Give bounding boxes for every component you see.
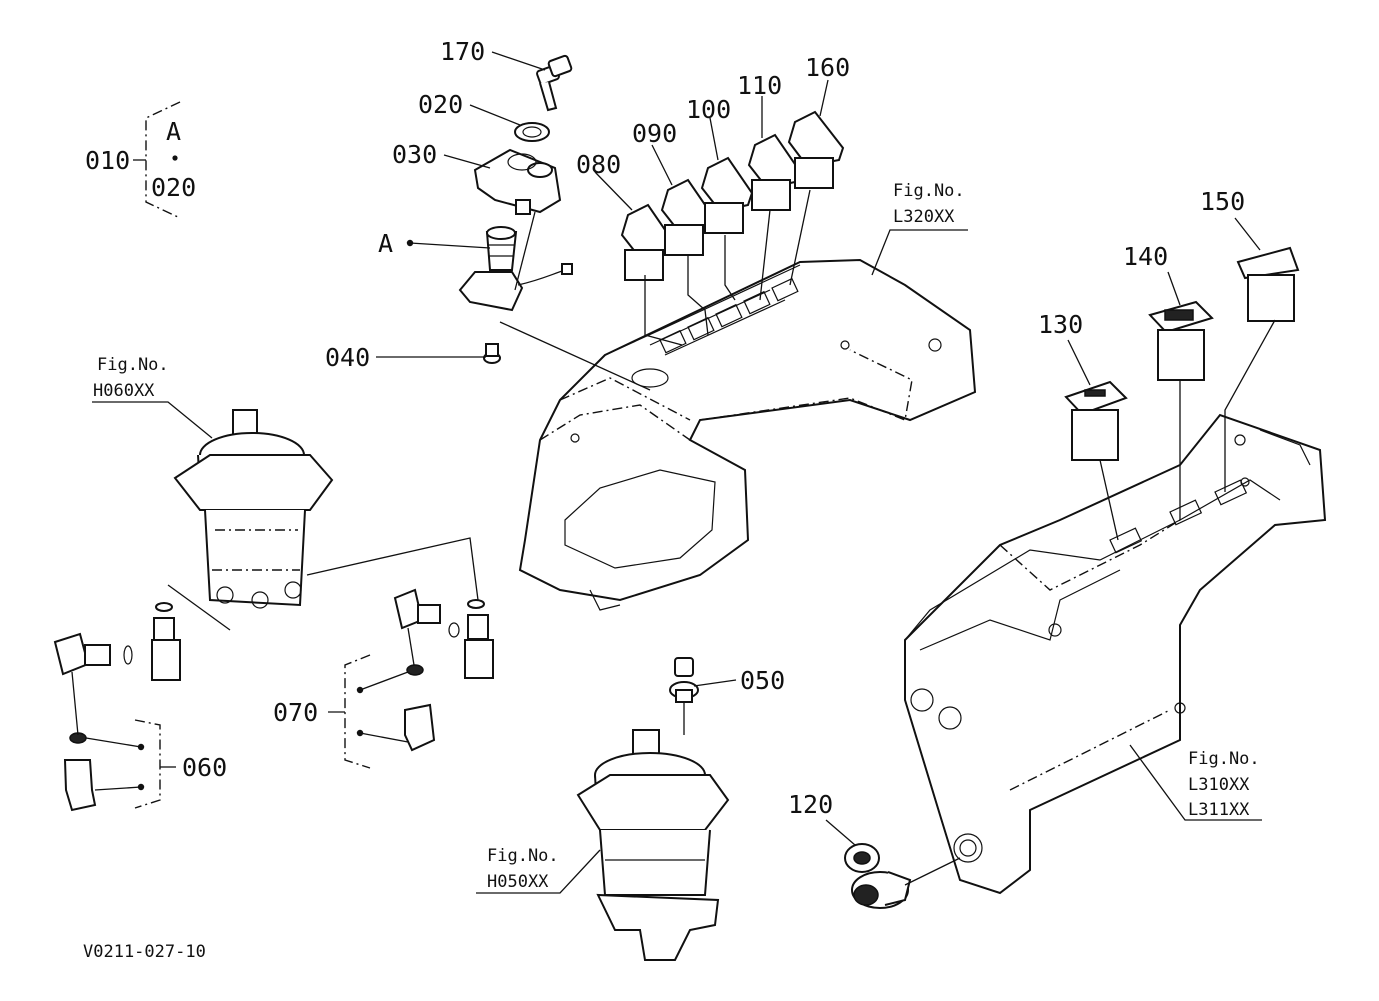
- callout-150: 150: [1200, 187, 1245, 216]
- leader-lines: [71, 51, 1276, 894]
- fig-ref-l310-label: Fig.No.: [1188, 749, 1260, 769]
- callout-100: 100: [686, 95, 731, 124]
- fig-ref-h060-code: H060XX: [93, 381, 155, 401]
- fig-ref-l320-label: Fig.No.: [893, 181, 965, 201]
- fig-ref-l310-code-1: L310XX: [1188, 775, 1250, 795]
- switch-140: [1148, 300, 1214, 381]
- sensor-assembly-060: [53, 602, 181, 812]
- callout-170: 170: [440, 37, 485, 66]
- callout-160: 160: [805, 53, 850, 82]
- callout-110: 110: [737, 71, 782, 100]
- callout-label-a: A: [378, 229, 393, 258]
- joystick-valve-h060: [173, 409, 334, 609]
- fig-ref-h050-code: H050XX: [487, 872, 549, 892]
- fig-ref-h050-label: Fig.No.: [487, 846, 559, 866]
- fig-ref-l310-code-2: L311XX: [1188, 800, 1250, 820]
- callout-130: 130: [1038, 310, 1083, 339]
- group-010-bottom: 020: [151, 173, 196, 202]
- ignition-cover: [473, 148, 562, 215]
- ignition-key: [536, 54, 573, 112]
- callout-070: 070: [273, 698, 318, 727]
- ignition-switch-body: [458, 226, 573, 312]
- switch-150: [1236, 246, 1300, 322]
- rocker-switch-080: [620, 203, 674, 281]
- connector-050: [669, 657, 699, 703]
- joystick-valve-h050: [576, 729, 730, 961]
- sensor-assembly-070: [393, 588, 494, 752]
- fig-ref-l320-code: L320XX: [893, 207, 955, 227]
- callout-030: 030: [392, 140, 437, 169]
- callout-010: 010: [85, 146, 130, 175]
- rocker-switch-100: [700, 156, 754, 234]
- screw-040: [483, 343, 501, 364]
- ignition-nut: [514, 122, 550, 142]
- group-010-top: A: [166, 117, 181, 146]
- switch-130: [1064, 380, 1128, 461]
- callout-060: 060: [182, 753, 227, 782]
- power-socket-120: [844, 843, 912, 909]
- fig-ref-h060-label: Fig.No.: [97, 355, 169, 375]
- rocker-switch-090: [660, 178, 714, 256]
- callout-050: 050: [740, 666, 785, 695]
- callout-020: 020: [418, 90, 463, 119]
- callout-120: 120: [788, 790, 833, 819]
- callout-140: 140: [1123, 242, 1168, 271]
- callout-090: 090: [632, 119, 677, 148]
- rocker-switch-160: [787, 110, 845, 189]
- callout-080: 080: [576, 150, 621, 179]
- drawing-code: V0211-027-10: [83, 942, 206, 962]
- left-console-panel: [518, 258, 977, 611]
- right-console: [904, 413, 1327, 895]
- callout-040: 040: [325, 343, 370, 372]
